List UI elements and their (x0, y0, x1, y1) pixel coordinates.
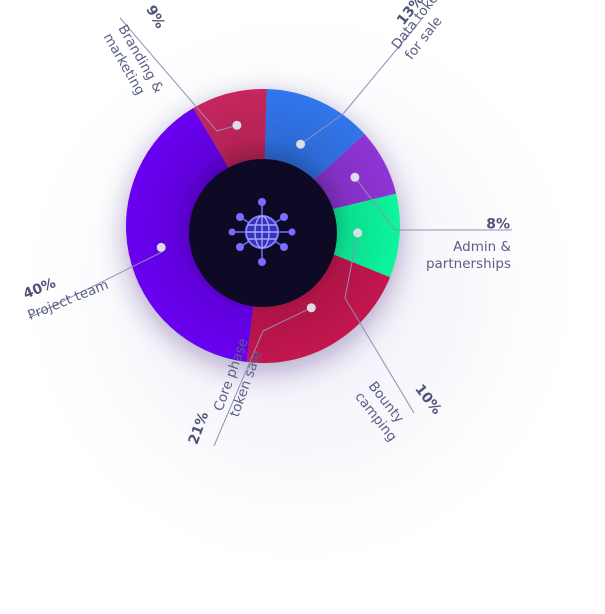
leader-line (354, 176, 512, 231)
leader-line (213, 307, 312, 447)
slice-marker (296, 139, 306, 149)
slice-marker (306, 303, 316, 313)
slice-marker (156, 242, 166, 252)
leader-line (344, 232, 415, 414)
category-label-line: partnerships (426, 256, 511, 272)
category-label-line: Admin & (453, 239, 511, 255)
category-label: Admin &partnerships (426, 239, 512, 272)
slice-marker (350, 172, 360, 182)
slice-marker (353, 228, 363, 238)
globe-network-icon (228, 198, 296, 266)
leader-line (119, 17, 238, 132)
percent-label: 8% (486, 217, 510, 233)
leader-line (300, 19, 422, 145)
slice-marker (232, 120, 242, 130)
